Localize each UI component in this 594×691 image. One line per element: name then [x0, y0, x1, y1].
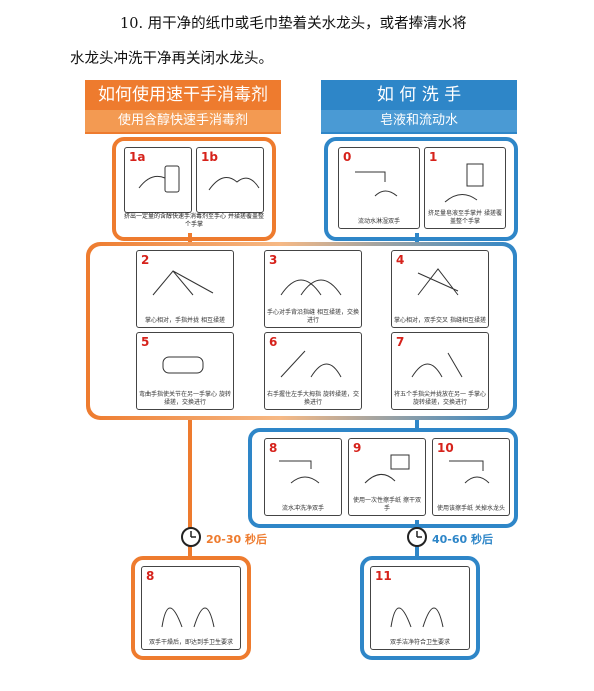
- step-10-number: 10: [437, 441, 454, 455]
- cupped-hands-icon: [208, 177, 260, 191]
- sanitizer-bottle-icon: [138, 165, 180, 193]
- step-1b-card: 1b: [196, 147, 264, 213]
- step-1-caption: 挤出一定量的含醇快速手消毒剂至手心 并揉搓覆盖整个手掌: [124, 213, 264, 228]
- fingertips-rub-icon: [411, 352, 463, 378]
- handwash-title: 如 何 洗 手: [376, 85, 462, 105]
- step-4-caption: 掌心相对，双手交叉 指缝相互揉搓: [394, 317, 486, 324]
- connector: [415, 233, 419, 245]
- alcohol-final-box: 8 双手干燥后，即达到手卫生要求: [131, 556, 251, 660]
- step-1b-number: 1b: [201, 150, 218, 164]
- step-11-card: 11 双手洁净符合卫生要求: [370, 566, 470, 650]
- faucet-icon: [355, 171, 398, 197]
- handwash-step-0-1-box: 0 流动水淋湿双手 1 挤足量皂液至手掌并 揉搓覆盖整个手掌: [324, 137, 518, 241]
- connector: [188, 233, 192, 245]
- step-6-number: 6: [269, 335, 278, 349]
- alcohol-rub-title: 如何使用速干手消毒剂: [98, 85, 268, 105]
- stopwatch-icon: [181, 527, 201, 547]
- handwash-flow-line: [415, 420, 419, 430]
- step-2-number: 2: [141, 253, 150, 267]
- intro-line-2: 水龙头冲洗干净再关闭水龙头。: [70, 51, 273, 67]
- turn-off-faucet-icon: [449, 460, 490, 484]
- alcohol-step-8-card: 8 双手干燥后，即达到手卫生要求: [141, 566, 241, 650]
- step-3-number: 3: [269, 253, 278, 267]
- alcohol-timer-label: 20-30 秒后: [206, 533, 268, 546]
- step-0-card: 0 流动水淋湿双手: [338, 147, 420, 229]
- step-10-card: 10 使用该擦手纸 关掉水龙头: [432, 438, 510, 516]
- step-7-number: 7: [396, 335, 405, 349]
- step-1a-card: 1a: [124, 147, 192, 213]
- palm-to-palm-icon: [152, 270, 214, 296]
- handwash-final-box: 11 双手洁净符合卫生要求: [360, 556, 480, 660]
- step-5-caption: 弯曲手指使关节在另一手掌心 旋转揉搓，交换进行: [139, 391, 231, 406]
- stopwatch-icon: [407, 527, 427, 547]
- step-8-card: 8 流水冲洗净双手: [264, 438, 342, 516]
- step-2-caption: 掌心相对，手指并拢 相互揉搓: [145, 317, 225, 324]
- step-1-caption: 挤足量皂液至手掌并 揉搓覆盖整个手掌: [428, 210, 502, 225]
- step-5-number: 5: [141, 335, 150, 349]
- clean-hands-icon: [390, 607, 444, 628]
- alcohol-step-1-box: 1a 1b 挤出一定量的含醇快速手消毒剂至手心 并揉搓覆盖整个手掌: [112, 137, 276, 241]
- clean-hands-icon: [161, 607, 215, 628]
- step-7-card: 7 将五个手指尖并拢放在另一 手掌心旋转揉搓，交换进行: [391, 332, 489, 410]
- thumb-rub-icon: [280, 350, 342, 378]
- rinse-dry-box: 8 流水冲洗净双手 9 使用一次性擦手纸 擦干双手 10 使用该擦手纸 关掉水龙头: [248, 428, 518, 528]
- intro-line-1: 10. 用干净的纸巾或毛巾垫着关水龙头，或者捧清水将: [120, 16, 467, 32]
- rinse-hands-icon: [279, 460, 320, 484]
- step-4-number: 4: [396, 253, 405, 267]
- step-6-card: 6 右手握住左手大拇指 旋转揉搓，交换进行: [264, 332, 362, 410]
- handwash-timer-label: 40-60 秒后: [432, 533, 494, 546]
- step-5-card: 5 弯曲手指使关节在另一手掌心 旋转揉搓，交换进行: [136, 332, 234, 410]
- step-11-caption: 双手洁净符合卫生要求: [389, 639, 450, 646]
- alcohol-flow-line: [188, 420, 192, 560]
- step-0-caption: 流动水淋湿双手: [357, 218, 400, 225]
- step-9-number: 9: [353, 441, 362, 455]
- step-1a-number: 1a: [129, 150, 146, 164]
- step-4-card: 4 掌心相对，双手交叉 指缝相互揉搓: [391, 250, 489, 328]
- step-1-number: 1: [429, 150, 438, 164]
- step-3-caption: 手心对手背沿指缝 相互揉搓，交换进行: [267, 309, 359, 324]
- interlaced-fingers-icon: [417, 268, 459, 296]
- fingers-locked-icon: [162, 356, 204, 374]
- alcohol-step-8-number: 8: [146, 569, 155, 583]
- step-3-card: 3 手心对手背沿指缝 相互揉搓，交换进行: [264, 250, 362, 328]
- step-9-card: 9 使用一次性擦手纸 擦干双手: [348, 438, 426, 516]
- paper-towel-icon: [364, 454, 410, 484]
- soap-dispenser-icon: [444, 163, 484, 203]
- step-8-number: 8: [269, 441, 278, 455]
- step-9-caption: 使用一次性擦手纸 擦干双手: [353, 497, 421, 512]
- step-6-caption: 右手握住左手大拇指 旋转揉搓，交换进行: [267, 391, 359, 406]
- back-of-hand-icon: [280, 279, 342, 296]
- handwash-subtitle: 皂液和流动水: [321, 110, 517, 132]
- step-11-number: 11: [375, 569, 392, 583]
- common-steps-box: 2 掌心相对，手指并拢 相互揉搓 3 手心对手背沿指缝 相互揉搓，交换进行 4 掌心相…: [86, 242, 517, 420]
- step-7-caption: 将五个手指尖并拢放在另一 手掌心旋转揉搓，交换进行: [394, 391, 486, 406]
- step-10-caption: 使用该擦手纸 关掉水龙头: [437, 505, 505, 512]
- step-1-card: 1 挤足量皂液至手掌并 揉搓覆盖整个手掌: [424, 147, 506, 229]
- handwash-header: 如 何 洗 手 皂液和流动水: [321, 80, 517, 134]
- alcohol-rub-header: 如何使用速干手消毒剂 使用含醇快速手消毒剂: [85, 80, 281, 134]
- step-8-caption: 流水冲洗净双手: [281, 505, 324, 512]
- alcohol-step-8-caption: 双手干燥后，即达到手卫生要求: [148, 639, 233, 646]
- step-0-number: 0: [343, 150, 352, 164]
- step-2-card: 2 掌心相对，手指并拢 相互揉搓: [136, 250, 234, 328]
- alcohol-rub-subtitle: 使用含醇快速手消毒剂: [85, 110, 281, 132]
